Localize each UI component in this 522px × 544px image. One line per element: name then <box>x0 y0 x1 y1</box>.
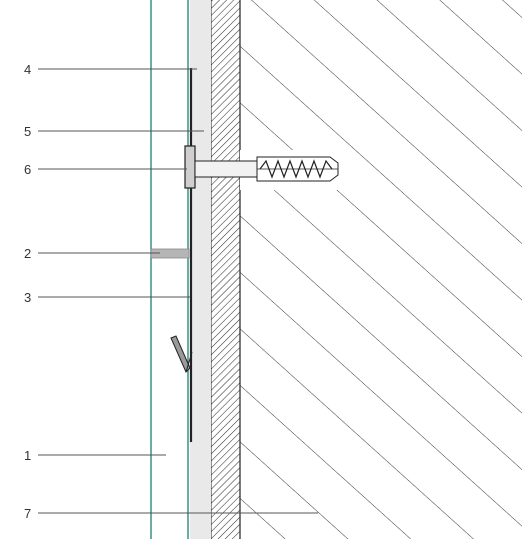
render-layer <box>211 0 240 539</box>
anchor-head <box>184 145 196 189</box>
glass-clip <box>170 335 191 373</box>
masonry-wall <box>240 0 522 539</box>
label-7: 7 <box>24 506 31 521</box>
label-4: 4 <box>24 62 31 77</box>
plaster-layer <box>190 0 211 539</box>
label-3: 3 <box>24 290 31 305</box>
glass-clip-lip <box>185 351 193 373</box>
label-2: 2 <box>24 246 31 261</box>
label-1: 1 <box>24 448 31 463</box>
anchor-teeth <box>259 159 333 179</box>
anchor-shaft <box>194 160 258 178</box>
label-6: 6 <box>24 162 31 177</box>
label-5: 5 <box>24 124 31 139</box>
